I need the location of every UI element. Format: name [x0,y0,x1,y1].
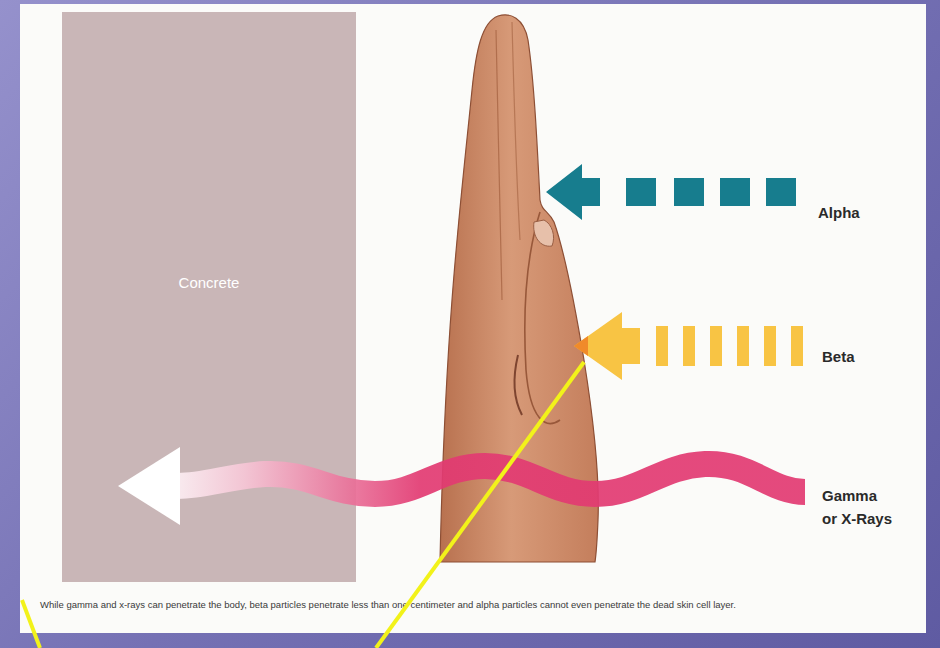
arrow-head [546,164,600,220]
arrow-dash [674,178,704,206]
material-block: Concrete [62,12,356,582]
radiation-label: Alpha [818,201,908,224]
radiation-label: Gamma or X-Rays [822,484,894,530]
wave-head [118,447,180,525]
arrow-dash [764,326,776,366]
arrow-dash [720,178,750,206]
alpha-arrow [546,164,796,220]
leader-line [22,600,40,648]
arrow-dash [626,178,656,206]
radiation-label: Beta [822,345,912,368]
arrow-dash [683,326,695,366]
arrow-dash [737,326,749,366]
arrow-dash [656,326,668,366]
finger-crease [512,22,520,240]
finger-crease [496,30,502,300]
palm-crease [515,355,522,415]
gamma-wave [118,447,805,525]
photo-panel [20,4,926,633]
beta-arrow [574,312,803,380]
thumb-outline [525,212,560,423]
arrow-tip [574,336,588,356]
arrow-head [574,312,640,380]
thumb-nail [534,220,554,246]
hand-illustration [440,15,598,562]
hand-shape [440,15,598,562]
figure-caption: While gamma and x-rays can penetrate the… [40,598,890,612]
leader-line [376,362,584,648]
block-label: Concrete [62,274,356,291]
arrow-dash [791,326,803,366]
arrow-dash [766,178,796,206]
wave-band [178,464,805,494]
arrow-dash [710,326,722,366]
